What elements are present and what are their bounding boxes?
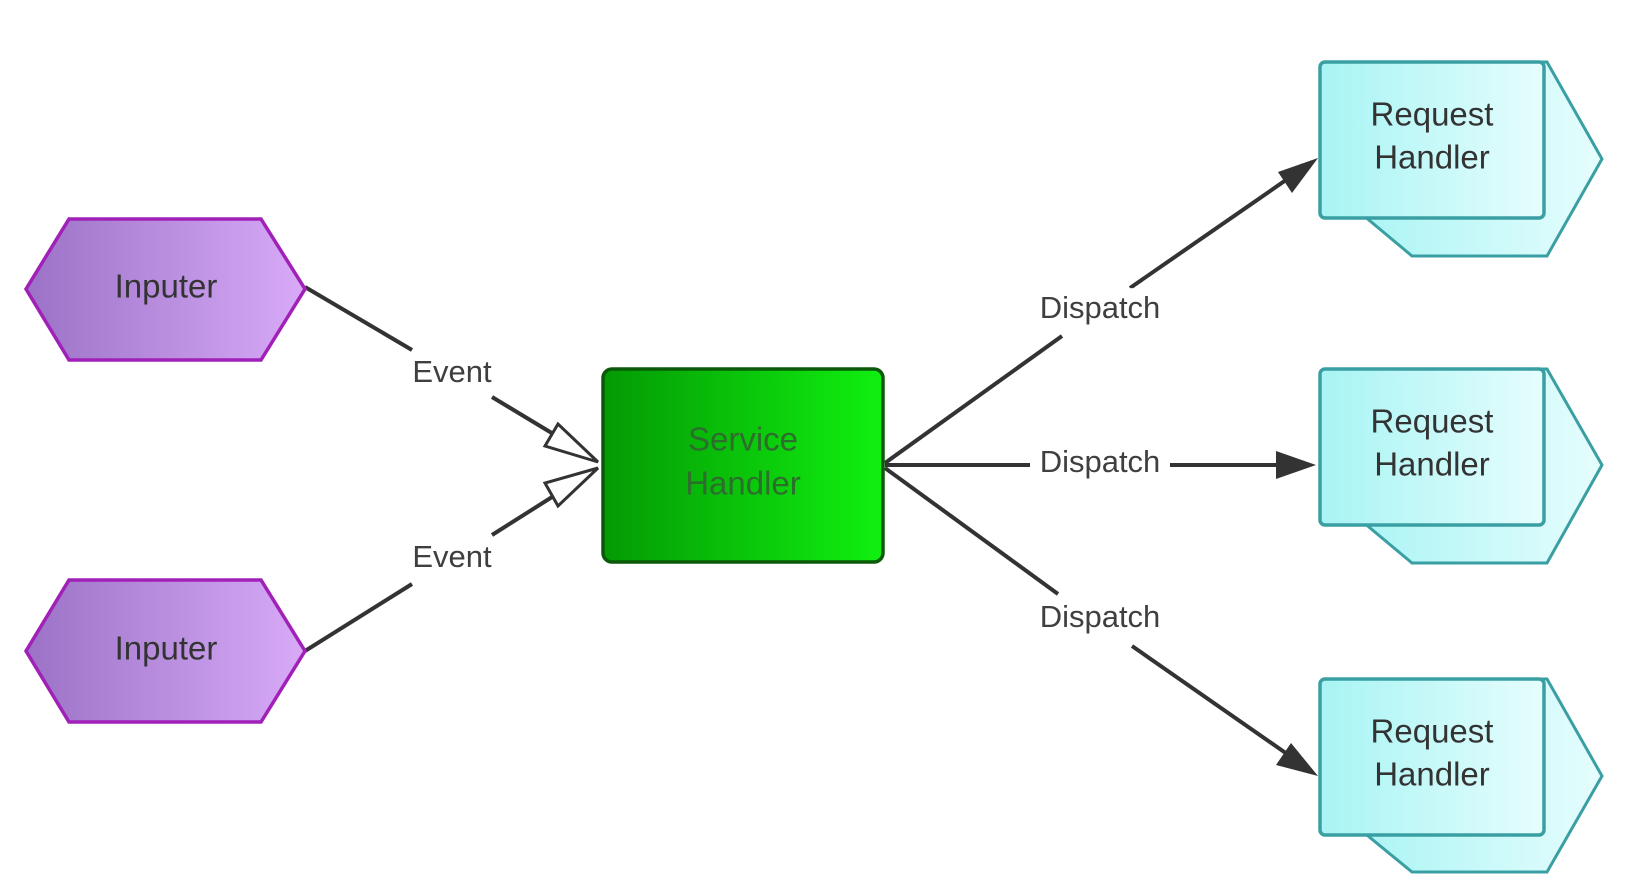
edge-dispatch-middle: Dispatch: [885, 442, 1316, 482]
edge-label-background: [1035, 288, 1165, 328]
request-handler-front-box: [1318, 367, 1546, 527]
edge-label-dispatch-bottom: Dispatch: [1040, 599, 1161, 634]
request-handler-bottom-line2: Handler: [1374, 756, 1490, 793]
inputer-hexagon-shape: [23, 578, 308, 724]
edge-label-event-bottom: Event: [412, 539, 492, 574]
filled-arrowhead-icon: [1276, 451, 1316, 479]
service-handler-node: Service Handler: [601, 367, 885, 564]
edge-label-dispatch-middle: Dispatch: [1040, 444, 1161, 479]
inputer-label-bottom: Inputer: [115, 630, 218, 667]
service-handler-label-line1: Service: [688, 421, 798, 458]
inputer-hexagon-shape: [23, 217, 308, 362]
request-handler-top-line1: Request: [1371, 96, 1494, 133]
request-handler-front-box: [1318, 677, 1546, 837]
request-handler-front-box: [1318, 60, 1546, 220]
request-handler-top-line2: Handler: [1374, 139, 1490, 176]
request-handler-node-top: Request Handler: [1318, 60, 1604, 258]
request-handler-middle-line1: Request: [1371, 403, 1494, 440]
edge-dispatch-top: Dispatch: [883, 158, 1318, 465]
edge-dispatch-bottom: Dispatch: [883, 466, 1318, 776]
edge-label-background: [1035, 442, 1165, 482]
filled-arrowhead-icon: [1278, 158, 1318, 193]
edge-label-event-top: Event: [412, 354, 492, 389]
service-handler-label-line2: Handler: [685, 465, 801, 502]
open-arrowhead-icon: [542, 466, 600, 509]
filled-arrowhead-icon: [1276, 743, 1318, 776]
edge-event-bottom: Event: [303, 466, 600, 653]
edge-label-background: [408, 537, 497, 577]
request-handler-middle-line2: Handler: [1374, 446, 1490, 483]
edge-event-top: Event: [303, 285, 600, 464]
inputer-node-top: Inputer: [23, 217, 308, 362]
service-handler-box: [601, 367, 885, 564]
open-arrowhead-icon: [542, 421, 600, 464]
inputer-label-top: Inputer: [115, 268, 218, 305]
edge-label-dispatch-top: Dispatch: [1040, 290, 1161, 325]
edge-label-background: [408, 352, 497, 392]
edge-label-background: [1035, 597, 1165, 637]
request-handler-node-bottom: Request Handler: [1318, 677, 1604, 874]
request-handler-bottom-line1: Request: [1371, 713, 1494, 750]
request-handler-node-middle: Request Handler: [1318, 367, 1604, 565]
inputer-node-bottom: Inputer: [23, 578, 308, 724]
